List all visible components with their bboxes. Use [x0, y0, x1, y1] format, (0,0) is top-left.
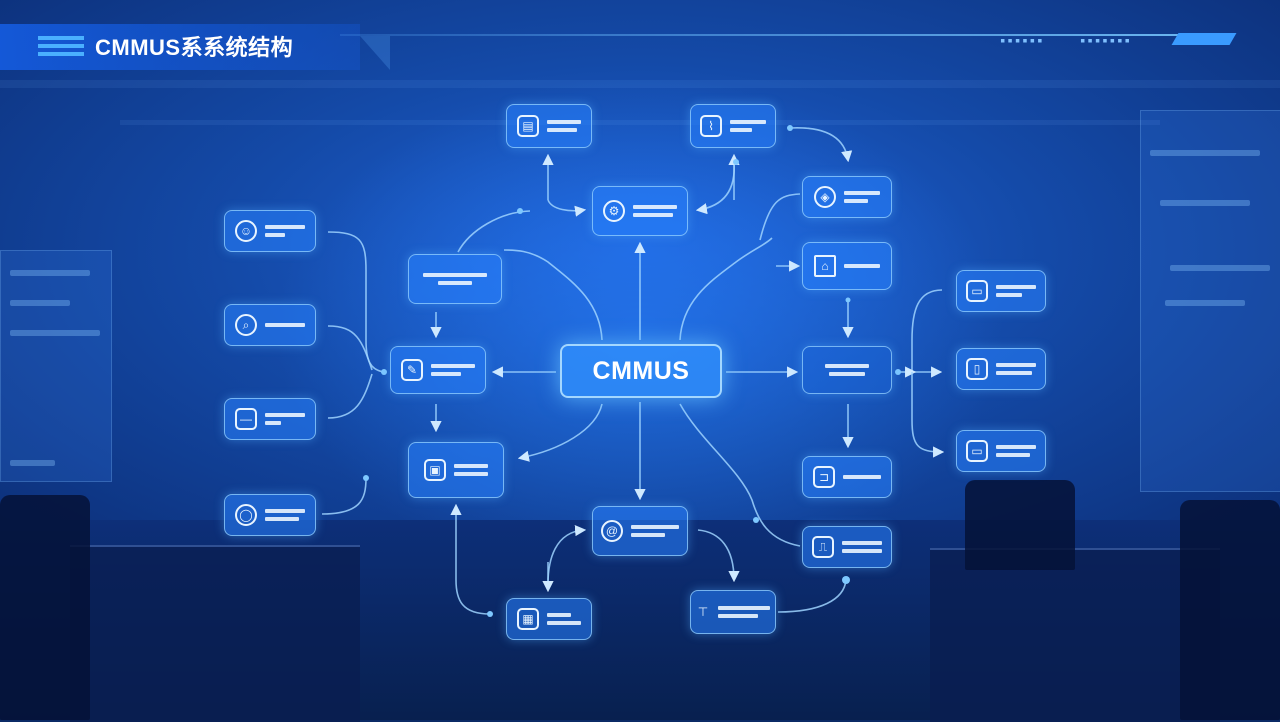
wall-screen-right	[1140, 110, 1280, 492]
chair-right-back	[965, 480, 1075, 570]
screen-line	[1150, 150, 1260, 156]
cloud-icon: ◯	[235, 504, 257, 526]
link-center-upright	[679, 237, 773, 341]
desk-left	[70, 545, 360, 722]
screen-line	[1165, 300, 1245, 306]
link-top-left-center	[547, 199, 587, 217]
node-right-mid-bottom[interactable]: ⊐	[802, 456, 892, 498]
center-node-cmmus[interactable]: CMMUS	[560, 344, 722, 398]
link-left-2	[327, 325, 373, 371]
node-top-left-a[interactable]: ▤	[506, 104, 592, 148]
terminal-icon: ⊐	[813, 466, 835, 488]
node-right-3[interactable]: ▭	[956, 430, 1046, 472]
wall-screen-left	[0, 250, 112, 482]
chair-left	[0, 495, 90, 720]
menu-icon	[38, 36, 84, 40]
screen-line	[10, 330, 100, 336]
node-left-4[interactable]: ◯	[224, 494, 316, 536]
shield-icon: ◈	[814, 186, 836, 208]
screen-line	[1170, 265, 1270, 271]
printer-icon: ⎍	[812, 536, 834, 558]
settings-icon: ⚙	[603, 200, 625, 222]
link-left-4	[321, 477, 367, 515]
link-dot	[895, 369, 901, 375]
link-center-downleft	[517, 403, 603, 462]
link-right-bracket-down	[911, 372, 945, 458]
ceiling-beam	[120, 120, 1160, 125]
link-dot	[487, 611, 493, 617]
chair-right	[1180, 500, 1280, 720]
desk-right	[930, 548, 1220, 722]
link-center-upleft	[503, 249, 603, 341]
link-dot	[753, 517, 759, 523]
node-bottom-center[interactable]: @	[592, 506, 688, 556]
node-right-2[interactable]: ▯	[956, 348, 1046, 390]
link-top-right-center	[695, 161, 735, 215]
header-decoration: ▪▪▪▪▪▪	[1000, 36, 1045, 46]
card-icon: ▭	[966, 440, 988, 462]
fingerprint-icon: @	[601, 520, 623, 542]
link-dot	[381, 369, 387, 375]
node-right-mid[interactable]	[802, 346, 892, 394]
menu-icon-bar	[38, 52, 84, 56]
header: CMMUS系系统结构 ▪▪▪▪▪▪ ▪▪▪▪▪▪▪	[0, 0, 1280, 80]
header-line	[340, 34, 1220, 36]
link-right-top-curve	[759, 193, 801, 241]
tool-icon: ⊤	[697, 605, 709, 619]
list-icon: ▯	[966, 358, 988, 380]
link-bottom-center-right	[697, 529, 740, 583]
node-left-1[interactable]: ☺	[224, 210, 316, 252]
node-inner-left-mid[interactable]: ✎	[390, 346, 486, 394]
link-inner-top	[457, 210, 531, 253]
header-slant	[360, 36, 390, 70]
node-right-home[interactable]: ⌂	[802, 242, 892, 290]
menu-icon-bar	[38, 44, 84, 48]
home-icon: ⌂	[814, 255, 836, 277]
link-left-bracket-top	[327, 231, 385, 373]
link-bottom-center-left	[547, 525, 587, 585]
node-left-3[interactable]: —	[224, 398, 316, 440]
screen-line	[1160, 200, 1250, 206]
page-title: CMMUS系系统结构	[95, 35, 294, 60]
search-icon: ⌕	[235, 314, 257, 336]
node-inner-left-top[interactable]	[408, 254, 502, 304]
link-top-right-arc	[789, 127, 853, 163]
edit-icon: ✎	[401, 359, 423, 381]
screen-line	[10, 460, 55, 466]
node-bottom-left[interactable]: ▦	[506, 598, 592, 640]
calendar-icon: ▦	[517, 608, 539, 630]
document-icon: —	[235, 408, 257, 430]
chart-icon: ⌇	[700, 115, 722, 137]
node-left-2[interactable]: ⌕	[224, 304, 316, 346]
monitor-icon: ▭	[966, 280, 988, 302]
report-icon: ▤	[517, 115, 539, 137]
link-bottom-left-curve	[455, 579, 491, 615]
link-dot	[363, 475, 369, 481]
link-dot	[842, 576, 850, 584]
screen-line	[10, 270, 90, 276]
screen-line	[10, 300, 70, 306]
node-inner-left-bottom[interactable]: ▣	[408, 442, 504, 498]
link-dot	[733, 159, 739, 165]
link-bottom-right-curve	[777, 579, 847, 613]
node-right-top[interactable]: ◈	[802, 176, 892, 218]
link-right-bracket	[911, 289, 943, 378]
link-center-downright	[679, 403, 801, 547]
header-decoration: ▪▪▪▪▪▪▪	[1080, 36, 1132, 46]
link-dot	[517, 208, 523, 214]
link-dot	[787, 125, 793, 131]
node-right-bottom[interactable]: ⎍	[802, 526, 892, 568]
database-icon: ▣	[424, 459, 446, 481]
node-right-1[interactable]: ▭	[956, 270, 1046, 312]
node-top-left-b[interactable]: ⌇	[690, 104, 776, 148]
node-top-center[interactable]: ⚙	[592, 186, 688, 236]
user-icon: ☺	[235, 220, 257, 242]
ceiling-beam	[0, 80, 1280, 88]
link-dot	[845, 297, 851, 303]
link-left-3	[327, 373, 373, 419]
node-bottom-right[interactable]: ⊤	[690, 590, 776, 634]
